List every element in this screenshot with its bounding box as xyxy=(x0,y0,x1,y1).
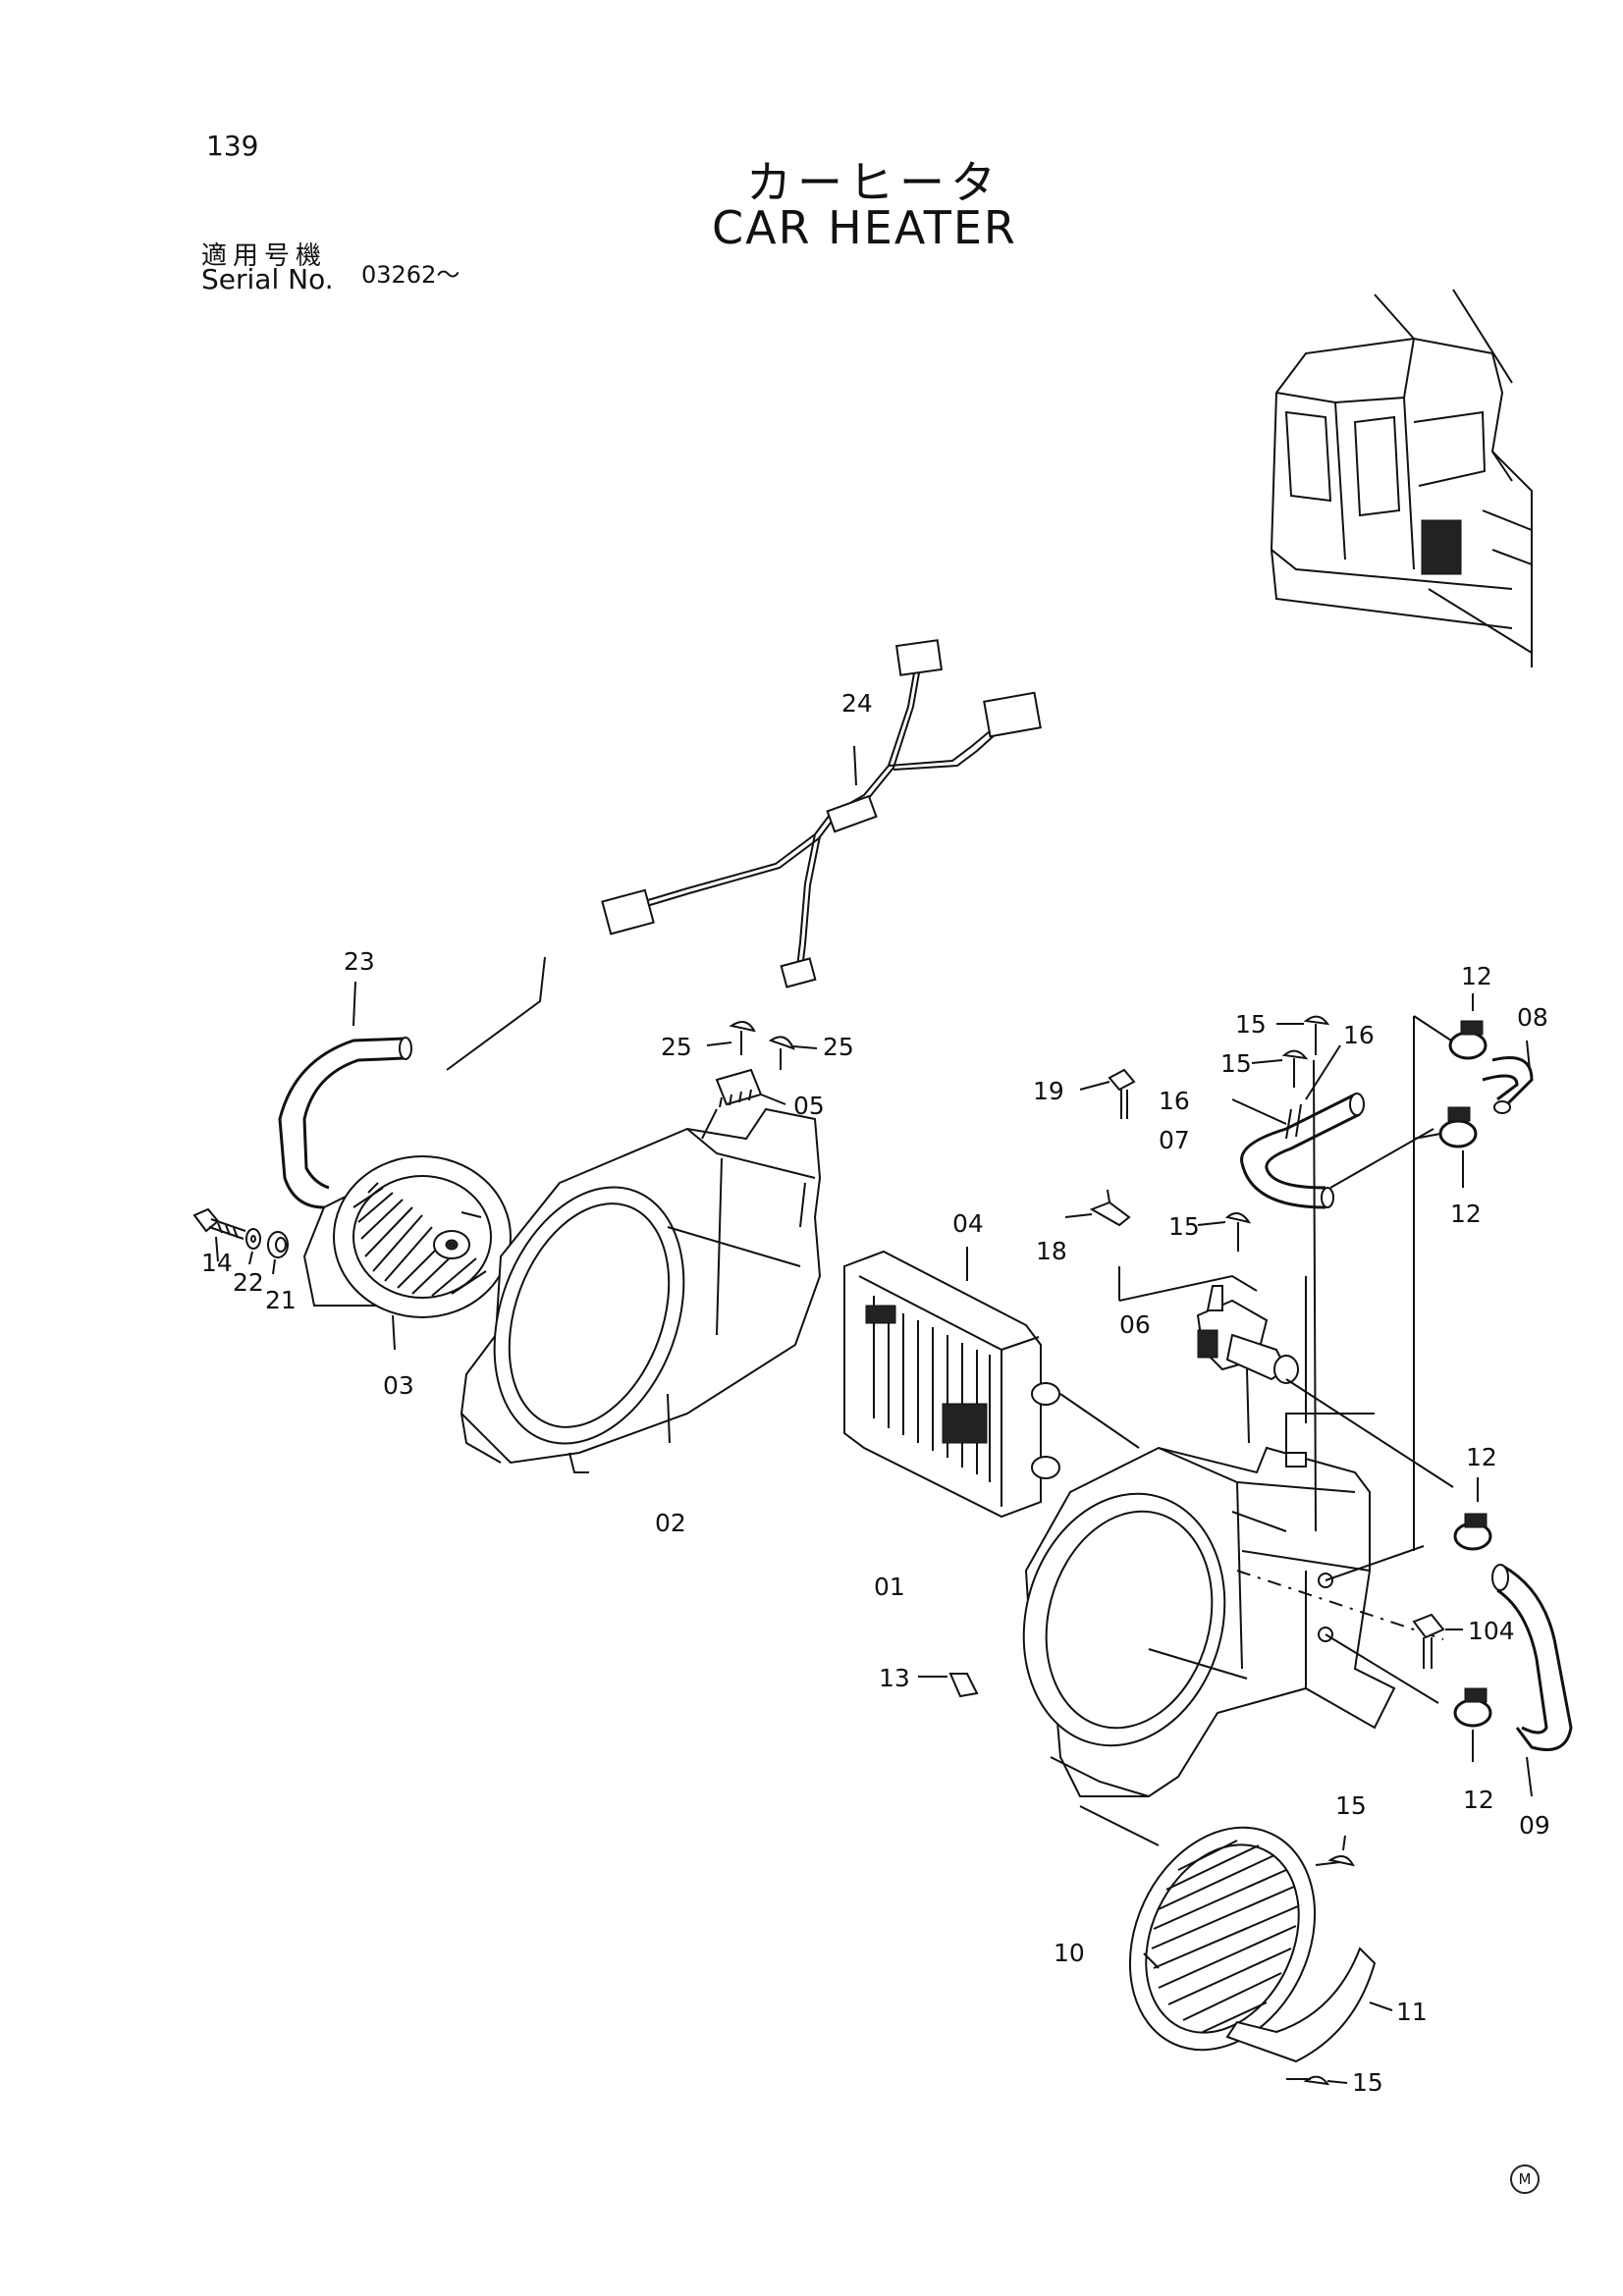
label-15-d: 15 xyxy=(1335,1791,1367,1820)
label-02: 02 xyxy=(655,1509,686,1537)
page-number: 139 xyxy=(206,130,259,162)
title-english: CAR HEATER xyxy=(712,201,1017,254)
label-19: 19 xyxy=(1033,1077,1064,1105)
blower-fan-03 xyxy=(302,1155,512,1351)
label-104: 104 xyxy=(1468,1617,1515,1645)
hose-08 xyxy=(1482,1040,1534,1114)
label-06: 06 xyxy=(1119,1310,1151,1339)
washer-22 xyxy=(245,1228,261,1265)
clip-13 xyxy=(918,1673,979,1698)
grommet-21 xyxy=(267,1231,289,1275)
label-24: 24 xyxy=(841,689,873,718)
label-15-c: 15 xyxy=(1168,1212,1200,1241)
label-11: 11 xyxy=(1396,1998,1428,2026)
label-12-a: 12 xyxy=(1461,962,1492,990)
hose-09 xyxy=(1491,1564,1573,1797)
water-valve-06 xyxy=(1118,1266,1454,1488)
blower-housing-02 xyxy=(460,1107,822,1473)
part-labels: 24 23 25 25 05 14 22 21 03 02 04 15 15 1… xyxy=(201,689,1550,2097)
label-05: 05 xyxy=(793,1092,825,1120)
wire-harness-24 xyxy=(446,639,1042,1071)
label-04: 04 xyxy=(952,1209,984,1238)
label-15-e: 15 xyxy=(1352,2068,1383,2097)
screw-15-e xyxy=(1286,2075,1348,2086)
label-12-d: 12 xyxy=(1463,1786,1494,1814)
machine-location-inset xyxy=(1270,289,1533,667)
label-10: 10 xyxy=(1054,1939,1085,1967)
hose-07 xyxy=(1240,1093,1434,1209)
label-07: 07 xyxy=(1159,1126,1190,1154)
label-14: 14 xyxy=(201,1249,233,1277)
label-03: 03 xyxy=(383,1371,414,1400)
heater-core-04 xyxy=(843,1247,1140,1519)
label-09: 09 xyxy=(1519,1811,1550,1840)
clamp-16-b xyxy=(1305,1044,1341,1100)
corner-mark: M xyxy=(1510,2164,1540,2194)
label-12-b: 12 xyxy=(1450,1200,1482,1228)
clip-18 xyxy=(1064,1189,1131,1227)
side-cover-11 xyxy=(1225,1947,1393,2063)
title-japanese: カーヒータ xyxy=(746,156,1001,209)
screw-15-b xyxy=(1251,1049,1309,1088)
bolt-14 xyxy=(192,1207,246,1262)
hose-23 xyxy=(278,981,412,1209)
bolt-19 xyxy=(1079,1068,1136,1119)
label-08: 08 xyxy=(1517,1003,1548,1032)
resistor-05 xyxy=(701,1068,786,1140)
serial-value: 03262～ xyxy=(361,261,460,289)
serial-label-japanese: 適用号機 xyxy=(201,241,328,271)
heater-case-01 xyxy=(1022,1059,1444,1846)
hose-clamp-12-c xyxy=(1453,1477,1492,1551)
label-23: 23 xyxy=(344,947,375,976)
label-16-a: 16 xyxy=(1343,1021,1375,1049)
hose-clamp-12-b xyxy=(1413,1106,1478,1188)
hose-clamp-12-a xyxy=(1413,993,1488,1060)
label-13: 13 xyxy=(879,1664,910,1692)
bolt-104 xyxy=(1412,1613,1463,1669)
screw-25-a xyxy=(706,1021,756,1055)
clamp-16-a xyxy=(1231,1098,1287,1125)
label-15-b: 15 xyxy=(1220,1049,1252,1078)
label-22: 22 xyxy=(233,1268,264,1297)
label-21: 21 xyxy=(265,1286,297,1314)
screw-15-c xyxy=(1197,1212,1252,1252)
label-25-a: 25 xyxy=(661,1033,692,1061)
screw-15-a xyxy=(1276,1015,1330,1055)
label-15-a: 15 xyxy=(1235,1010,1267,1039)
serial-label-english: Serial No. xyxy=(201,263,334,295)
label-01: 01 xyxy=(874,1573,905,1601)
label-25-b: 25 xyxy=(823,1033,854,1061)
label-12-c: 12 xyxy=(1466,1443,1497,1471)
screw-15-d xyxy=(1315,1835,1355,1867)
label-16-b: 16 xyxy=(1159,1087,1190,1115)
screw-25-b xyxy=(768,1036,818,1070)
label-18: 18 xyxy=(1036,1237,1067,1265)
hose-clamp-12-d xyxy=(1453,1687,1492,1762)
louver-grille-10 xyxy=(1128,1826,1317,2052)
